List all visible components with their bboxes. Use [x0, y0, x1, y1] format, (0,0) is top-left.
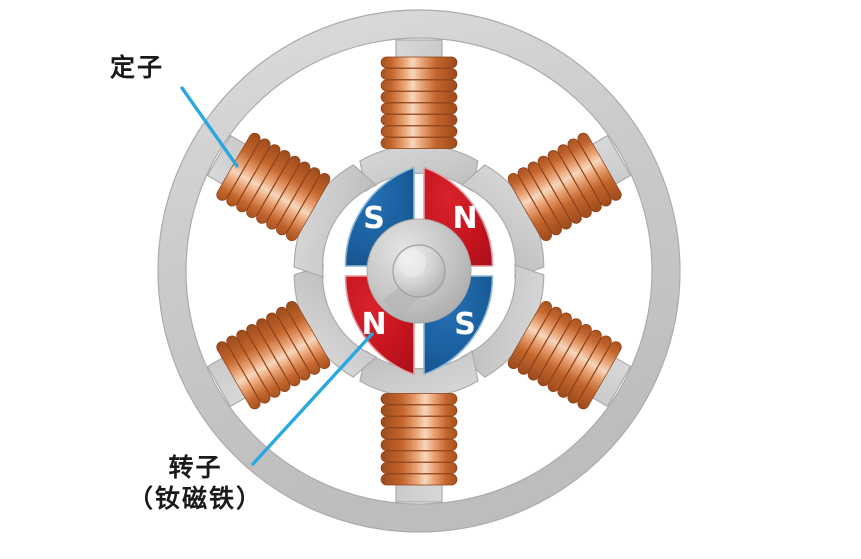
stator-label: 定子 [110, 48, 164, 84]
rotor-hub [366, 218, 472, 324]
rotor-pole-label: N [452, 201, 477, 236]
rotor-leader-line [251, 332, 374, 466]
rotor-label-line1: 转子 [168, 453, 223, 482]
stator-leader-line [180, 86, 239, 168]
stator-label-text: 定子 [110, 53, 165, 82]
rotor-label: 转子 （钕磁铁） [128, 452, 263, 515]
stator-outer-ring [157, 9, 681, 533]
rotor-pole-label: S [363, 201, 385, 236]
stator-coil [380, 392, 458, 486]
rotor-pole-label: S [454, 307, 476, 342]
rotor-label-line2: （钕磁铁） [128, 484, 264, 514]
rotor-pole-label: N [361, 307, 386, 342]
stator-coil [380, 56, 458, 150]
